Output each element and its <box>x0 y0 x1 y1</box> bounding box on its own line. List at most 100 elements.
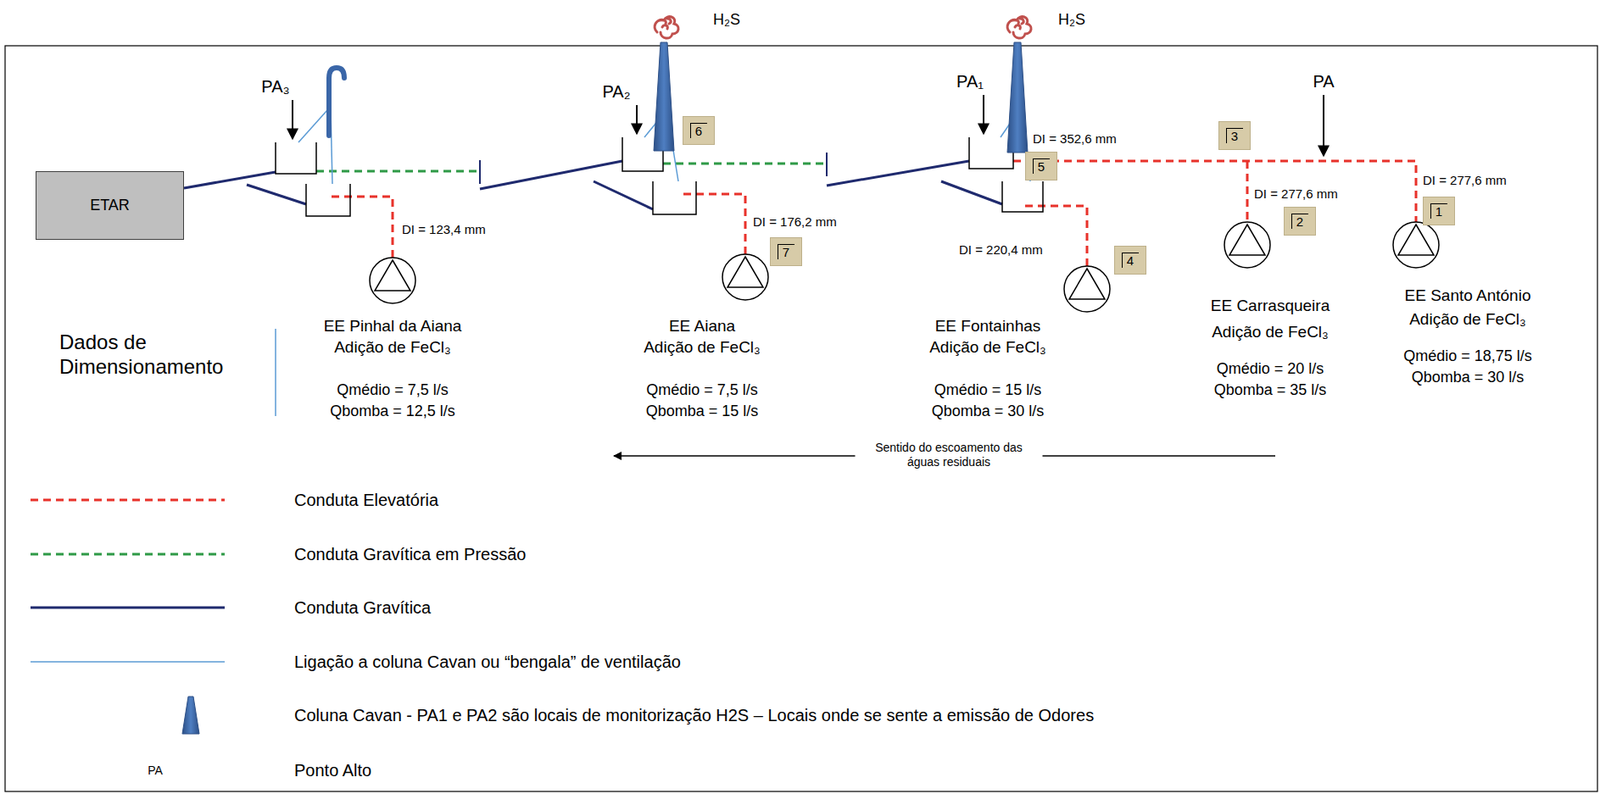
cavan-column <box>653 42 675 151</box>
pipe-diameter: DI = 277,6 mm <box>1254 186 1338 202</box>
gas-label: H₂S <box>713 11 741 30</box>
station-name: EE Aiana <box>668 317 736 337</box>
flow-value: Qmédio = 20 l/s <box>1216 360 1325 380</box>
station-note: Adição de FeCl₃ <box>1211 323 1329 343</box>
station-name: EE Fontainhas <box>935 317 1042 337</box>
pump-symbol <box>1398 224 1434 256</box>
callout-number: 4 <box>1121 252 1139 269</box>
callout-number: 5 <box>1032 158 1050 175</box>
pipe-diameter: DI = 277,6 mm <box>1422 172 1507 189</box>
rising-main <box>678 194 746 255</box>
pipe-diameter: DI = 123,4 mm <box>401 222 486 238</box>
flow-value: Qmédio = 7,5 l/s <box>336 381 449 401</box>
high-point-label: PA₁ <box>956 71 984 92</box>
legend-text: Ligação a coluna Cavan ou “bengala” de v… <box>294 652 681 673</box>
pump-symbol <box>1069 268 1105 300</box>
odour-cloud <box>654 16 679 39</box>
callout-number: 3 <box>1226 128 1244 145</box>
station-note: Adição de FeCl₃ <box>334 338 452 358</box>
high-point-label: PA₂ <box>602 81 631 102</box>
legend-text: Ponto Alto <box>294 760 372 781</box>
high-point-arrow <box>1322 94 1325 157</box>
manhole-chamber <box>969 137 1014 169</box>
manhole-chamber <box>652 181 697 215</box>
legend-sample <box>182 696 200 735</box>
pipe-diameter: DI = 352,6 mm <box>1032 131 1117 147</box>
manhole-chamber <box>1002 181 1043 212</box>
flow-value: Qmédio = 18,75 l/s <box>1403 347 1533 367</box>
callout-box: 6 <box>682 116 715 145</box>
gravity-pipe <box>246 184 307 205</box>
callout-box: 4 <box>1114 245 1147 275</box>
callout-box: 5 <box>1025 151 1058 181</box>
frame <box>5 45 1598 792</box>
section-heading: Dados de Dimensionamento <box>59 330 263 380</box>
rising-main <box>1023 206 1088 267</box>
pipe-end-tick <box>479 152 827 184</box>
gravity-pressure-pipe <box>663 162 827 166</box>
station-name: EE Santo António <box>1404 286 1532 307</box>
station-note: Adição de FeCl₃ <box>929 338 1047 358</box>
plant-name: ETAR <box>89 197 130 215</box>
treatment-plant-box: ETAR <box>35 171 184 240</box>
callout-number: 7 <box>777 244 795 261</box>
manhole-chamber <box>275 142 317 174</box>
high-point-label: PA₃ <box>261 76 290 97</box>
gravity-pipe <box>941 181 1003 205</box>
ventilation-bengala <box>328 67 345 136</box>
high-point-arrow <box>292 94 1324 157</box>
pipe-diameter: DI = 220,4 mm <box>958 242 1043 258</box>
rising-main <box>1013 161 1417 223</box>
flow-value: Qmédio = 15 l/s <box>934 381 1043 401</box>
station-name: EE Carrasqueira <box>1210 296 1330 317</box>
pump-symbol <box>727 256 764 288</box>
station-note: Adição de FeCl₃ <box>643 338 761 358</box>
legend-sample-text: PA <box>147 763 163 779</box>
callout-box: 1 <box>1422 196 1456 226</box>
gas-label: H₂S <box>1058 11 1086 30</box>
flow-value: Qbomba = 12,5 l/s <box>329 402 456 422</box>
flow-value: Qmédio = 7,5 l/s <box>646 381 759 401</box>
callout-number: 1 <box>1430 203 1448 220</box>
gravity-pipe <box>826 161 970 186</box>
odour-cloud <box>1007 16 1032 39</box>
separator-line <box>274 328 277 417</box>
ventilation-link <box>298 110 328 143</box>
legend-sample <box>30 553 225 557</box>
pump-symbol <box>374 260 411 291</box>
flow-direction-note: Sentido do escoamento das águas residuai… <box>855 440 1043 471</box>
flow-value: Qbomba = 15 l/s <box>646 402 759 422</box>
rising-main <box>1246 161 1249 223</box>
legend-sample <box>30 661 225 664</box>
pump-symbol <box>369 257 416 304</box>
pipe-end-tick <box>479 160 481 184</box>
pump-symbol <box>1064 266 1110 313</box>
callout-number: 6 <box>690 122 708 140</box>
callout-box: 2 <box>1283 206 1316 236</box>
station-name: EE Pinhal da Aiana <box>323 317 463 337</box>
pump-symbol <box>1229 224 1266 256</box>
gravity-pipe <box>593 181 653 210</box>
callout-number: 2 <box>1291 213 1309 230</box>
legend-text: Coluna Cavan - PA1 e PA2 são locais de m… <box>294 705 1094 726</box>
legend-sample <box>30 607 225 610</box>
high-point-arrow <box>635 105 638 134</box>
pipe-end-tick <box>825 152 828 177</box>
callout-box: 7 <box>769 237 803 267</box>
pump-symbol <box>722 254 769 301</box>
manhole-chamber <box>306 183 351 217</box>
cavan-column <box>1007 42 1028 153</box>
legend-text: Conduta Elevatória <box>294 490 439 511</box>
high-point-label: PA <box>1312 71 1334 92</box>
pump-symbol <box>1393 222 1439 268</box>
high-point-arrow <box>291 100 294 140</box>
legend-sample <box>30 499 225 502</box>
legend-text: Conduta Gravítica em Pressão <box>294 544 526 565</box>
pipe-diameter: DI = 176,2 mm <box>752 214 837 230</box>
gravity-pressure-pipe <box>316 170 480 173</box>
station-note: Adição de FeCl₃ <box>1409 310 1527 330</box>
gravity-pipe <box>183 172 276 189</box>
flow-value: Qbomba = 30 l/s <box>931 402 1045 422</box>
